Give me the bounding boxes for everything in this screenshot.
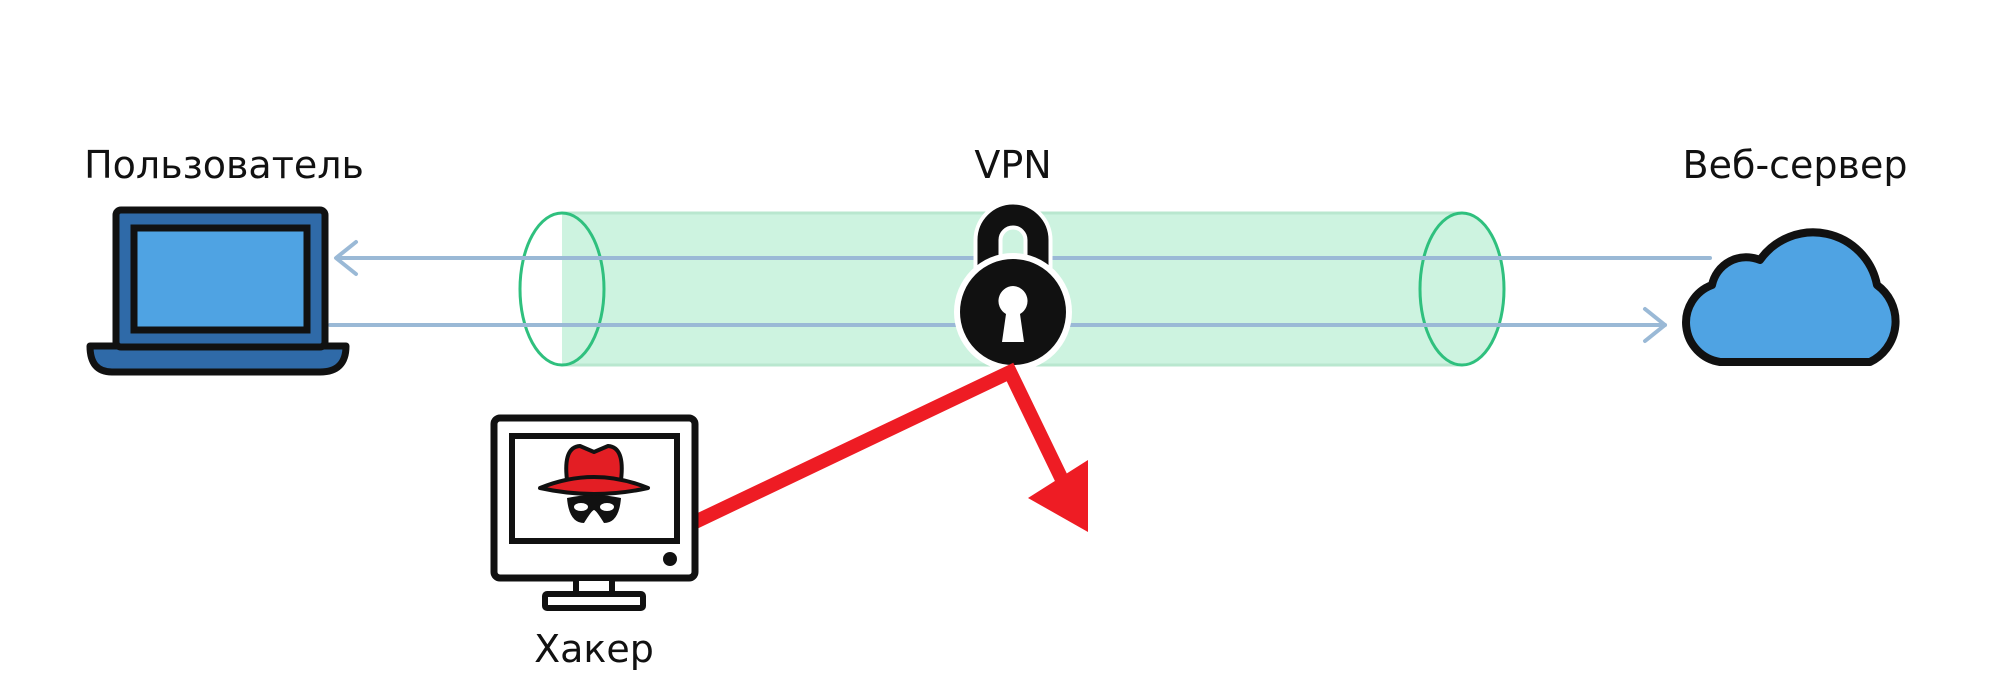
power-led [663, 552, 677, 566]
cloud-shape [1682, 228, 1900, 366]
attack-line [691, 362, 1075, 529]
laptop-base [86, 342, 350, 376]
cloud-icon [1682, 228, 1900, 366]
arrow-head-right [1643, 307, 1667, 343]
attack-arrowhead [1028, 460, 1088, 532]
padlock-icon [954, 200, 1072, 371]
user-label: Пользователь [84, 143, 364, 187]
tunnel-right-opening [1418, 211, 1506, 367]
padlock-keyhole [998, 286, 1028, 342]
hacker-label: Хакер [534, 627, 654, 671]
laptop-screen [130, 224, 311, 334]
eye-left [574, 503, 588, 511]
hacker-monitor-icon [490, 414, 699, 611]
vpn-label: VPN [974, 143, 1052, 187]
tunnel-left-opening [518, 211, 606, 367]
laptop-icon [86, 206, 350, 376]
server-label: Веб-сервер [1682, 143, 1908, 187]
hat-brim [538, 475, 650, 496]
monitor-stand [542, 591, 646, 611]
eye-right [600, 503, 614, 511]
hacker-avatar-icon [538, 444, 650, 523]
arrow-head-left [334, 240, 358, 276]
padlock-shackle-dark [977, 204, 1049, 276]
mask [567, 495, 621, 523]
hat-crown [564, 444, 624, 482]
attack-path [691, 362, 1088, 532]
